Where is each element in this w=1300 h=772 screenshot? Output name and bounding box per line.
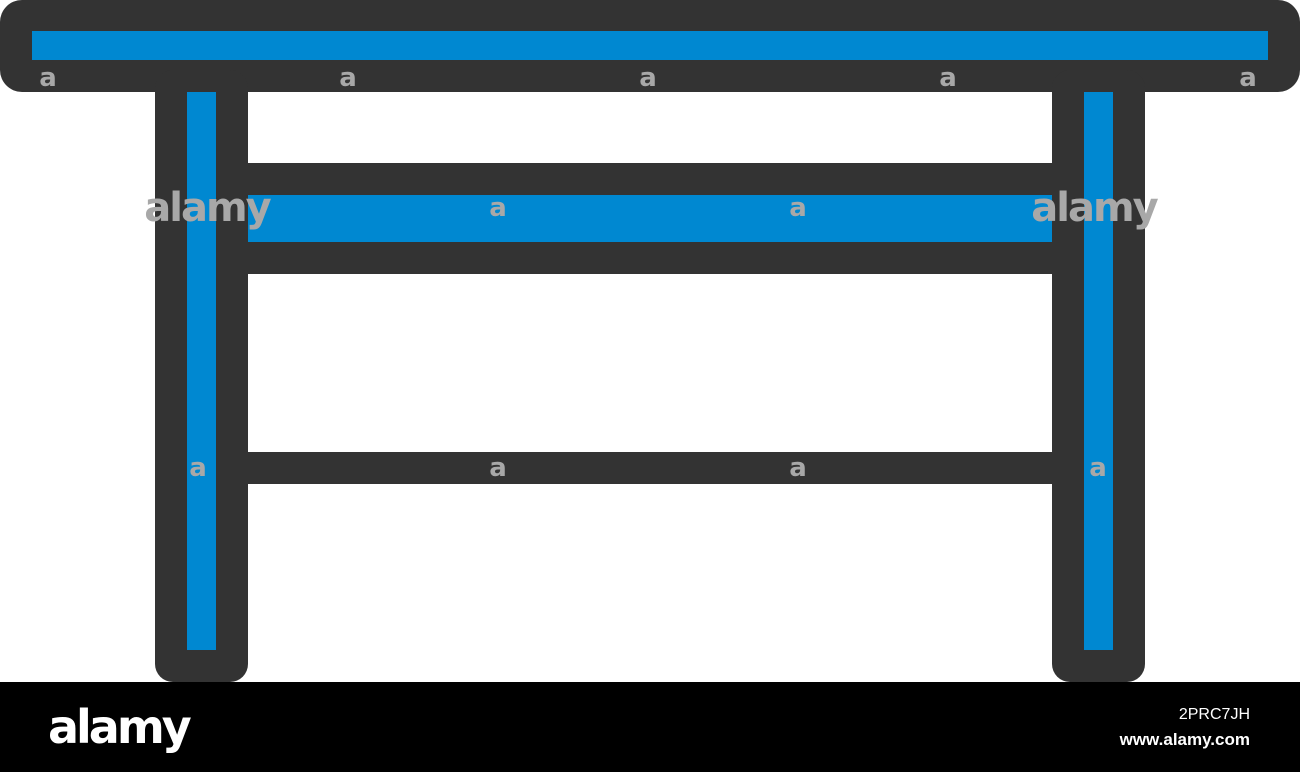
- watermark-glyph: a: [1239, 63, 1257, 93]
- watermark-glyph: a: [339, 63, 357, 93]
- watermark-glyph: a: [1089, 453, 1107, 483]
- footer-bar: alamy 2PRC7JH www.alamy.com: [0, 682, 1300, 772]
- table-icon: [0, 0, 1300, 682]
- watermark-glyph: a: [639, 63, 657, 93]
- watermark-glyph: a: [789, 193, 807, 223]
- watermark-glyph: a: [489, 193, 507, 223]
- brand-logo: alamy: [48, 700, 192, 754]
- right-leg: [1052, 70, 1145, 682]
- watermark-glyph: a: [789, 453, 807, 483]
- watermark-word: alamy: [1031, 185, 1158, 231]
- watermark-glyph: a: [939, 63, 957, 93]
- watermark-glyph: a: [489, 453, 507, 483]
- watermark-word: alamy: [144, 185, 271, 231]
- tabletop: [0, 0, 1300, 92]
- left-leg: [155, 70, 248, 682]
- watermark-glyph: a: [189, 453, 207, 483]
- upper-crossbar: [248, 163, 1052, 274]
- image-id: 2PRC7JH: [1178, 706, 1250, 723]
- watermark-glyph: a: [39, 63, 57, 93]
- lower-crossbar: [248, 452, 1052, 484]
- site-url: www.alamy.com: [1119, 730, 1250, 749]
